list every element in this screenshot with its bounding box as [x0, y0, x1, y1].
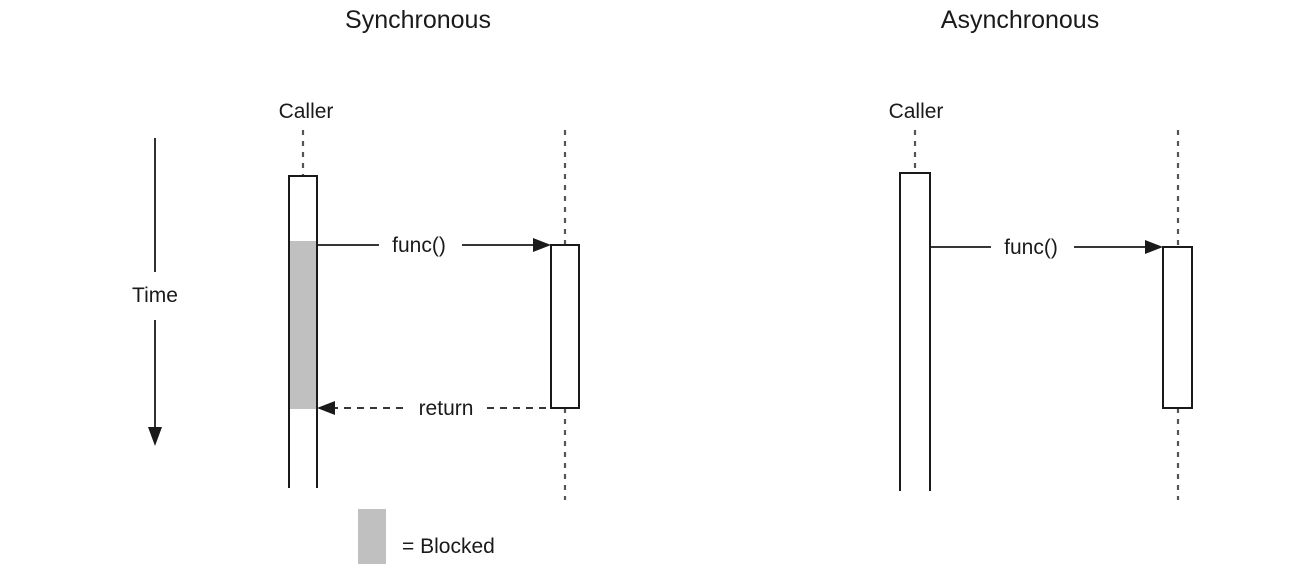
- legend: = Blocked: [358, 509, 495, 564]
- sync-return-label: return: [419, 397, 474, 420]
- sync-callee-activation: [550, 244, 580, 409]
- time-axis: Time: [132, 138, 178, 446]
- async-callee: [1162, 130, 1193, 500]
- panel-title-synchronous: Synchronous: [345, 6, 491, 34]
- sync-return-arrowhead: [317, 401, 335, 415]
- time-down-arrow-icon: [148, 427, 162, 446]
- panel-synchronous: Synchronous Caller: [279, 6, 580, 500]
- sync-call-arrowhead: [533, 238, 551, 252]
- async-call-label: func(): [1004, 236, 1058, 259]
- sync-call-label: func(): [392, 234, 446, 257]
- sync-callee: [550, 130, 580, 500]
- async-caller-activation-outline: [899, 172, 931, 491]
- sync-return-message: return: [317, 397, 551, 420]
- async-caller-label: Caller: [889, 100, 944, 123]
- async-caller: Caller: [889, 100, 944, 491]
- panel-asynchronous: Asynchronous Caller func(): [889, 6, 1193, 500]
- sync-call-message: func(): [317, 234, 551, 257]
- legend-blocked-swatch: [358, 509, 386, 564]
- sync-caller-activation-outline: [288, 175, 318, 488]
- async-callee-activation: [1162, 246, 1193, 409]
- async-call-arrowhead: [1145, 240, 1163, 254]
- panel-title-asynchronous: Asynchronous: [941, 6, 1099, 34]
- sync-caller-label: Caller: [279, 100, 334, 123]
- time-axis-label: Time: [132, 284, 178, 307]
- async-call-message: func(): [930, 236, 1163, 259]
- sync-caller-segment-idle-after: [289, 409, 317, 488]
- legend-blocked-label: = Blocked: [402, 535, 495, 558]
- sync-caller: Caller: [279, 100, 334, 488]
- async-caller-segment-active: [900, 173, 930, 491]
- sync-caller-segment-blocked: [289, 241, 317, 409]
- sync-caller-segment-idle-before: [289, 176, 317, 241]
